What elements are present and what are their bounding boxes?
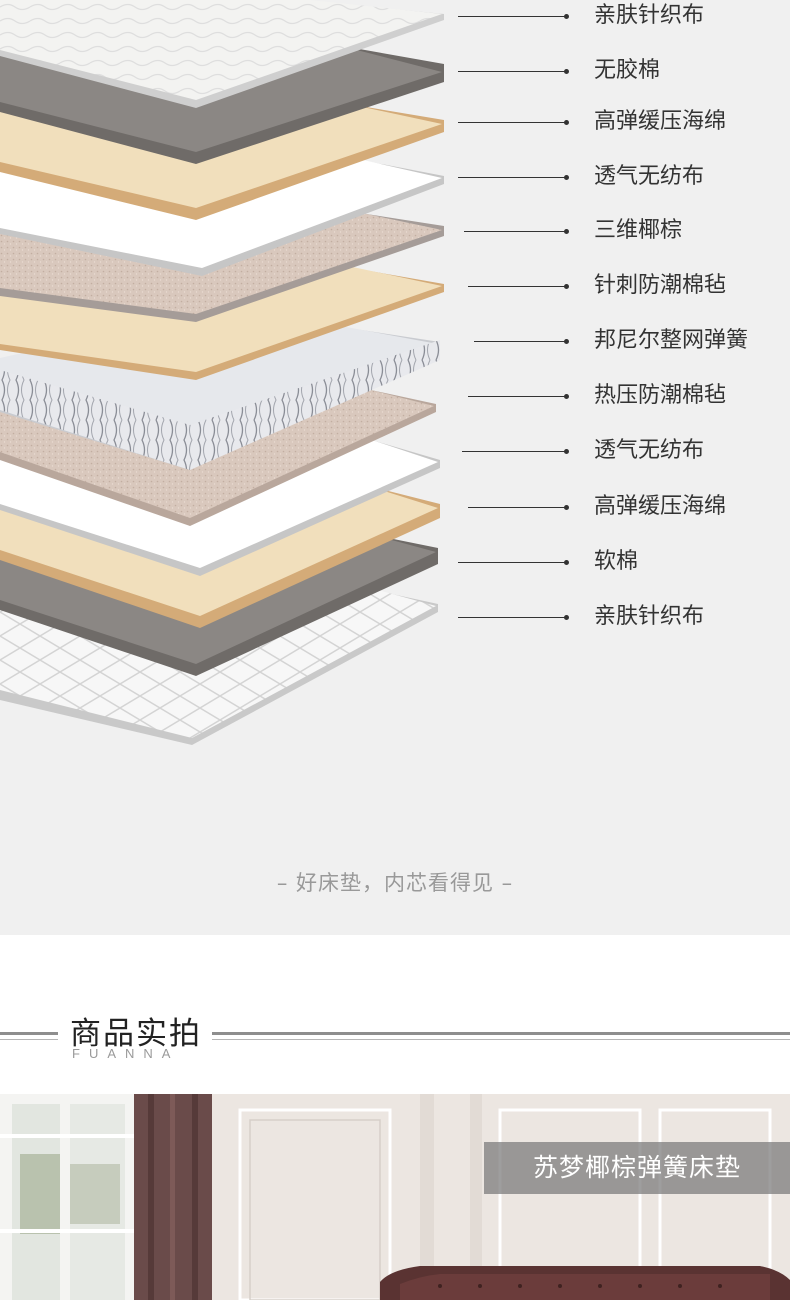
- header-rule-right-thin: [212, 1039, 790, 1040]
- layer-row: 亲肤针织布: [0, 1, 790, 31]
- leader-line: [468, 396, 566, 397]
- layer-label: 透气无纺布: [594, 438, 705, 463]
- mattress-layers-diagram: 亲肤针织布 无胶棉 高弹缓压海绵 透气无纺布 三维椰棕 针刺防潮棉毡 邦尼尔整网…: [0, 0, 790, 935]
- leader-dot: [564, 229, 569, 234]
- layer-row: 针刺防潮棉毡: [0, 271, 790, 301]
- header-rule-left: [0, 1032, 58, 1035]
- layer-label: 软棉: [594, 549, 639, 574]
- layer-label: 无胶棉: [594, 58, 661, 83]
- layer-row: 无胶棉: [0, 56, 790, 86]
- product-name-banner: 苏梦椰棕弹簧床垫: [484, 1142, 790, 1194]
- leader-line: [474, 341, 566, 342]
- section-subtitle: FUANNA: [72, 1046, 180, 1061]
- layer-label: 透气无纺布: [594, 164, 705, 189]
- layer-row: 亲肤针织布: [0, 602, 790, 632]
- leader-dot: [564, 560, 569, 565]
- layer-label: 亲肤针织布: [594, 604, 705, 629]
- leader-line: [462, 451, 566, 452]
- product-name: 苏梦椰棕弹簧床垫: [532, 1153, 741, 1182]
- leader-line: [458, 71, 566, 72]
- leader-line: [458, 562, 566, 563]
- leader-line: [468, 507, 566, 508]
- leader-dot: [564, 394, 569, 399]
- leader-line: [458, 122, 566, 123]
- layer-row: 高弹缓压海绵: [0, 492, 790, 522]
- layer-label: 亲肤针织布: [594, 3, 705, 28]
- layer-row: 软棉: [0, 547, 790, 577]
- layer-label: 邦尼尔整网弹簧: [594, 328, 749, 353]
- section-title: 商品实拍: [70, 1016, 202, 1052]
- leader-dot: [564, 505, 569, 510]
- leader-line: [458, 617, 566, 618]
- leader-dot: [564, 69, 569, 74]
- layer-label: 热压防潮棉毡: [594, 383, 727, 408]
- layer-row: 三维椰棕: [0, 216, 790, 246]
- leader-line: [464, 231, 566, 232]
- leader-dot: [564, 339, 569, 344]
- leader-line: [468, 286, 566, 287]
- layer-label: 三维椰棕: [594, 218, 683, 243]
- layer-label: 针刺防潮棉毡: [594, 273, 727, 298]
- layer-row: 邦尼尔整网弹簧: [0, 326, 790, 356]
- leader-dot: [564, 175, 569, 180]
- leader-dot: [564, 284, 569, 289]
- layer-row: 透气无纺布: [0, 436, 790, 466]
- section-header: 商品实拍 FUANNA: [0, 1000, 790, 1070]
- header-rule-left-thin: [0, 1039, 58, 1040]
- room-scene-illustration: [0, 1094, 790, 1300]
- layer-row: 高弹缓压海绵: [0, 107, 790, 137]
- leader-dot: [564, 120, 569, 125]
- mattress-exploded-illustration: [0, 0, 444, 745]
- leader-dot: [564, 449, 569, 454]
- leader-line: [458, 16, 566, 17]
- layer-row: 热压防潮棉毡: [0, 381, 790, 411]
- product-photo: 苏梦椰棕弹簧床垫: [0, 1094, 790, 1300]
- leader-dot: [564, 14, 569, 19]
- layer-label: 高弹缓压海绵: [594, 109, 727, 134]
- layer-label: 高弹缓压海绵: [594, 494, 727, 519]
- header-rule-right: [212, 1032, 790, 1035]
- slogan: – 好床垫，内芯看得见 –: [276, 871, 514, 895]
- layer-row: 透气无纺布: [0, 162, 790, 192]
- leader-line: [458, 177, 566, 178]
- leader-dot: [564, 615, 569, 620]
